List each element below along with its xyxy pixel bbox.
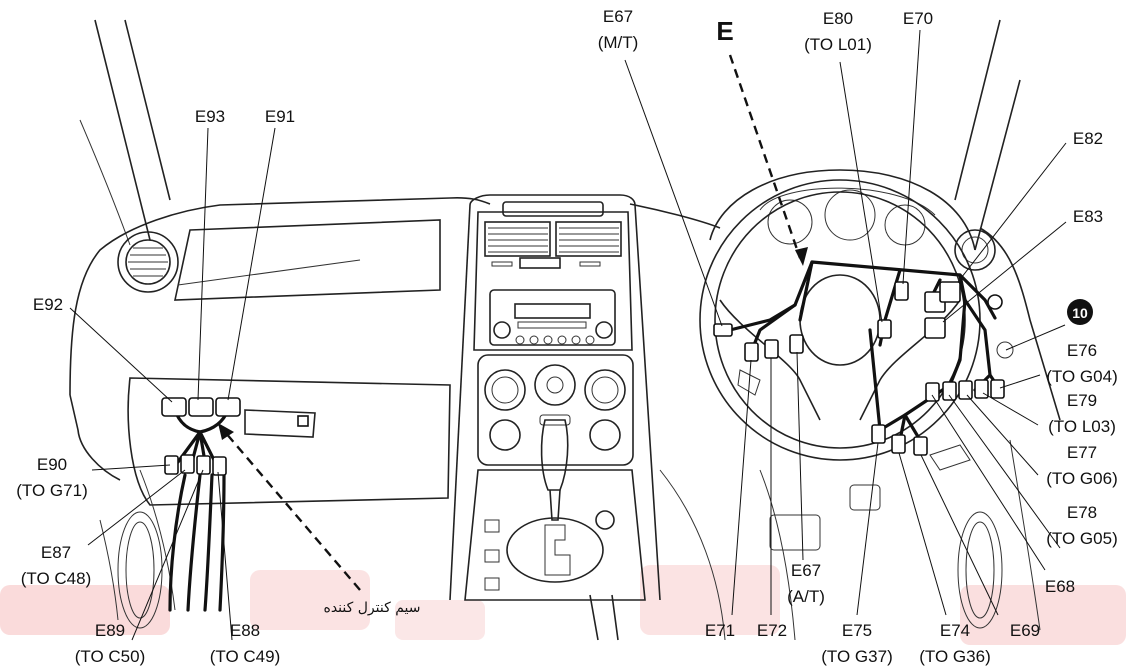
label-e74: E74 [940,621,970,640]
label-e72: E72 [757,621,787,640]
label-e91: E91 [265,107,295,126]
connectors [161,281,1005,476]
label-e78: E78 [1067,503,1097,522]
label-e-marker: E [716,16,733,46]
label-annotation-fa: سیم کنترل کننده [324,600,421,616]
label-e71: E71 [705,621,735,640]
label-e74-sub: (TO G36) [919,647,990,666]
label-e70: E70 [903,9,933,28]
label-e88: E88 [230,621,260,640]
label-e78-sub: (TO G05) [1046,529,1117,548]
label-e69: E69 [1010,621,1040,640]
label-e77: E77 [1067,443,1097,462]
label-e83: E83 [1073,207,1103,226]
label-e89: E89 [95,621,125,640]
labels: E E67 (M/T) E80 (TO L01) E70 E93 E91 E82… [16,7,1117,666]
label-e67-at: E67 [791,561,821,580]
label-e75-sub: (TO G37) [821,647,892,666]
label-e75: E75 [842,621,872,640]
label-e79: E79 [1067,391,1097,410]
label-e79-sub: (TO L03) [1048,417,1116,436]
callout-10-badge [1067,299,1093,325]
label-e87-sub: (TO C48) [21,569,92,588]
label-e93: E93 [195,107,225,126]
label-e82: E82 [1073,129,1103,148]
label-e80-sub: (TO L01) [804,35,872,54]
label-e90-sub: (TO G71) [16,481,87,500]
label-e77-sub: (TO G06) [1046,469,1117,488]
label-e67-at-sub: (A/T) [787,587,825,606]
label-e76-sub: (TO G04) [1046,367,1117,386]
leader-lines [69,29,1067,641]
steering-wheel [699,169,981,461]
label-e67-mt-sub: (M/T) [598,33,639,52]
label-e88-sub: (TO C49) [210,647,281,666]
label-e80: E80 [823,9,853,28]
right-lower-dash [659,341,1041,641]
dashed-arrows [218,54,808,591]
label-e76: E76 [1067,341,1097,360]
label-e68: E68 [1045,577,1075,596]
left-air-vent [117,231,179,293]
dashboard-outline [69,197,1061,629]
center-console [449,194,661,641]
label-e92: E92 [33,295,63,314]
label-num10: 10 [1072,305,1088,321]
label-e89-sub: (TO C50) [75,647,146,666]
label-e67-mt: E67 [603,7,633,26]
watermark [0,565,1126,645]
label-e90: E90 [37,455,67,474]
label-e87: E87 [41,543,71,562]
